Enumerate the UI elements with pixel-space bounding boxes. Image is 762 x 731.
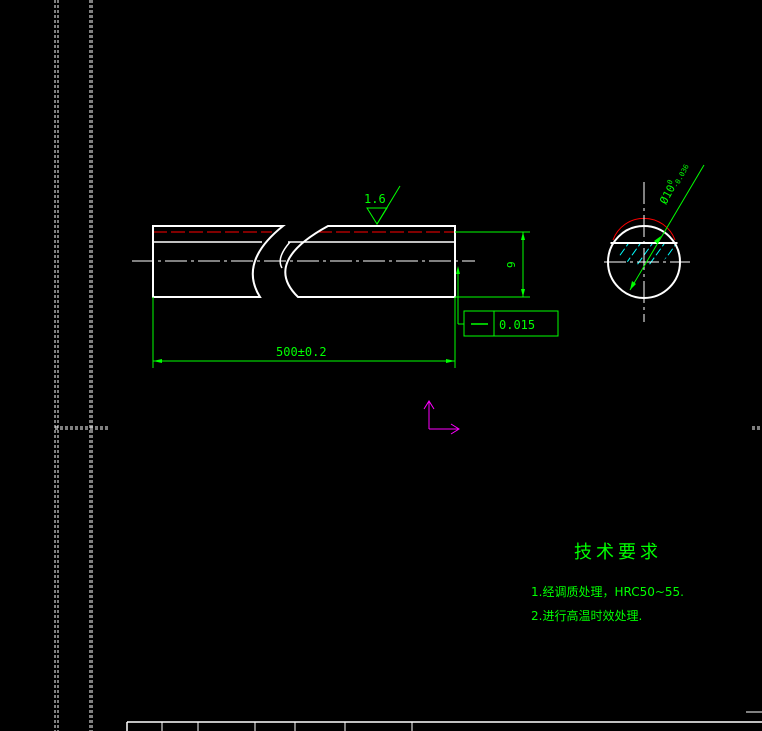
shaft-left-segment — [152, 225, 286, 298]
technical-requirements: 技术要求 1.经调质处理，HRC50~55. 2.进行高温时效处理. — [531, 542, 684, 623]
notes-item-1: 1.经调质处理，HRC50~55. — [531, 585, 684, 599]
shaft-main-view[interactable] — [132, 225, 475, 298]
height-dimension[interactable]: 9 — [455, 231, 530, 298]
left-border-frame — [54, 0, 110, 731]
roughness-value: 1.6 — [364, 192, 386, 206]
section-diameter-label: Ø10 0 -0.036 — [657, 163, 691, 206]
cross-section-view[interactable]: Ø10 0 -0.036 — [588, 160, 705, 322]
ucs-icon — [423, 400, 460, 435]
section-tol-lower: -0.036 — [672, 163, 691, 189]
section-tol-upper: 0 — [666, 178, 675, 185]
flatness-tolerance-frame[interactable]: 0.015 — [456, 266, 559, 337]
notes-item-2: 2.进行高温时效处理. — [531, 608, 642, 623]
notes-title: 技术要求 — [574, 542, 662, 563]
roughness-symbol[interactable]: 1.6 — [364, 185, 401, 225]
flatness-tolerance-value: 0.015 — [499, 318, 535, 332]
break-curve-inner — [279, 241, 291, 269]
length-dimension[interactable]: 500±0.2 — [152, 297, 456, 368]
right-border-marks — [746, 426, 762, 713]
title-block — [126, 721, 762, 731]
section-hatching — [610, 243, 678, 266]
length-dimension-value: 500±0.2 — [276, 345, 327, 359]
height-dimension-value: 9 — [505, 261, 518, 268]
shaft-right-segment — [284, 225, 456, 298]
